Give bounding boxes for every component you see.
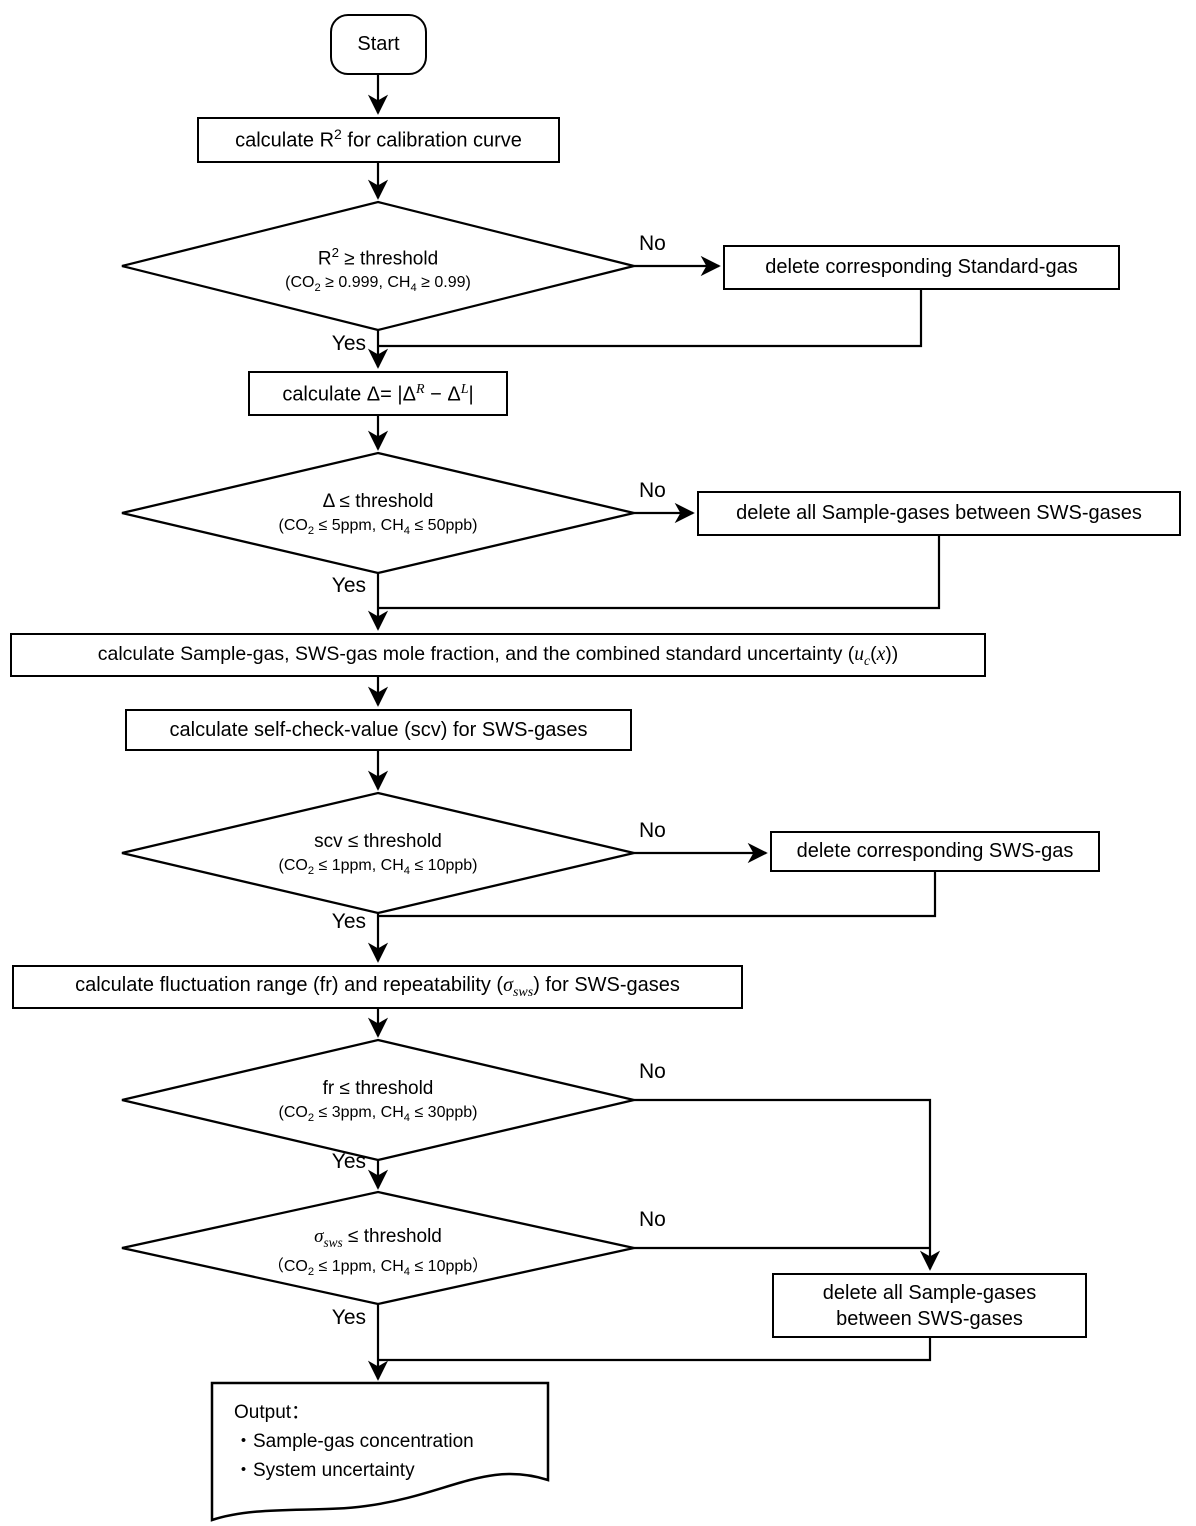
- edge-label-yes-delta: Yes: [331, 574, 366, 597]
- edge-label-yes-scv: Yes: [331, 910, 366, 933]
- decision-fr-shape: [121, 1038, 635, 1162]
- process-delete-samples-between-sws: delete all Sample-gases between SWS-gase…: [697, 491, 1181, 536]
- edge-label-no-sigma: No: [639, 1208, 666, 1231]
- edge-label-yes-sigma: Yes: [331, 1306, 366, 1329]
- decision-scv-shape: [121, 791, 635, 915]
- decision-sigma-line1: σsws ≤ threshold: [314, 1226, 442, 1250]
- process-calc-fr-label: calculate fluctuation range (fr) and rep…: [75, 973, 680, 1000]
- start-label: Start: [357, 33, 400, 55]
- process-delete-samples-2-line2: between SWS-gases: [836, 1307, 1023, 1330]
- process-delete-samples-between-sws-2: delete all Sample-gases between SWS-gase…: [772, 1273, 1087, 1338]
- decision-fr-line2: (CO2 ≤ 3ppm, CH4 ≤ 30ppb): [278, 1104, 478, 1125]
- decision-scv-label: scv ≤ threshold (CO2 ≤ 1ppm, CH4 ≤ 10ppb…: [158, 829, 598, 882]
- decision-r2-label: R2 ≥ threshold (CO2 ≥ 0.999, CH4 ≥ 0.99): [158, 240, 598, 300]
- decision-scv-line2: (CO2 ≤ 1ppm, CH4 ≤ 10ppb): [278, 857, 478, 878]
- edge-label-yes-fr: Yes: [331, 1150, 366, 1173]
- decision-fr-label: fr ≤ threshold (CO2 ≤ 3ppm, CH4 ≤ 30ppb): [158, 1076, 598, 1129]
- decision-fr-line1: fr ≤ threshold: [322, 1078, 434, 1099]
- process-calc-scv: calculate self-check-value (scv) for SWS…: [125, 709, 632, 751]
- edge-label-yes-r2: Yes: [331, 332, 366, 355]
- process-calc-fr: calculate fluctuation range (fr) and rep…: [12, 965, 743, 1009]
- process-delete-standard-gas: delete corresponding Standard-gas: [723, 245, 1120, 290]
- decision-diamonds: [121, 200, 635, 1306]
- decision-delta-label: Δ ≤ threshold (CO2 ≤ 5ppm, CH4 ≤ 50ppb): [158, 489, 598, 542]
- edge-label-no-scv: No: [639, 819, 666, 842]
- output-document-text: Output： ・Sample-gas concentration ・Syste…: [234, 1398, 534, 1485]
- output-document-shape: [210, 1381, 550, 1522]
- decision-scv-line1: scv ≤ threshold: [314, 831, 442, 852]
- start-node: Start: [330, 14, 427, 75]
- process-delete-sws-gas: delete corresponding SWS-gas: [770, 831, 1100, 872]
- process-delete-sws-gas-label: delete corresponding SWS-gas: [796, 840, 1074, 862]
- process-delete-samples-between-sws-label: delete all Sample-gases between SWS-gase…: [736, 502, 1142, 524]
- process-calc-scv-label: calculate self-check-value (scv) for SWS…: [169, 718, 588, 741]
- output-title: Output：: [234, 1402, 311, 1423]
- decision-delta-shape: [121, 451, 635, 575]
- edge-label-no-fr: No: [639, 1060, 666, 1083]
- decision-delta-line2: (CO2 ≤ 5ppm, CH4 ≤ 50ppb): [278, 517, 478, 538]
- process-calc-mole-fraction-label: calculate Sample-gas, SWS-gas mole fract…: [97, 642, 899, 668]
- decision-r2-line1: R2 ≥ threshold: [317, 245, 439, 270]
- decision-r2-line2: (CO2 ≥ 0.999, CH4 ≥ 0.99): [285, 274, 471, 295]
- decision-r2-shape: [121, 200, 635, 332]
- process-delete-standard-gas-label: delete corresponding Standard-gas: [765, 256, 1078, 278]
- process-calc-delta-label: calculate Δ= |ΔR − ΔL|: [282, 381, 474, 406]
- process-calc-r2: calculate R2 for calibration curve: [197, 117, 560, 163]
- no-branch-arrows: [634, 255, 941, 1271]
- return-lines: [378, 290, 941, 1362]
- edge-label-no-delta: No: [639, 479, 666, 502]
- process-delete-samples-2-line1: delete all Sample-gases: [822, 1281, 1037, 1304]
- decision-sigma-shape: [121, 1190, 635, 1306]
- decision-sigma-label: σsws ≤ threshold （CO2 ≤ 1ppm, CH4 ≤ 10pp…: [158, 1224, 598, 1283]
- output-item-1: ・Sample-gas concentration: [234, 1431, 474, 1452]
- decision-delta-line1: Δ ≤ threshold: [322, 491, 434, 512]
- edge-label-no-r2: No: [639, 232, 666, 255]
- process-calc-delta: calculate Δ= |ΔR − ΔL|: [248, 371, 508, 416]
- process-calc-mole-fraction: calculate Sample-gas, SWS-gas mole fract…: [10, 633, 986, 677]
- output-item-2: ・System uncertainty: [234, 1460, 415, 1481]
- process-calc-r2-label: calculate R2 for calibration curve: [235, 126, 522, 152]
- decision-sigma-line2: （CO2 ≤ 1ppm, CH4 ≤ 10ppb）: [267, 1257, 489, 1278]
